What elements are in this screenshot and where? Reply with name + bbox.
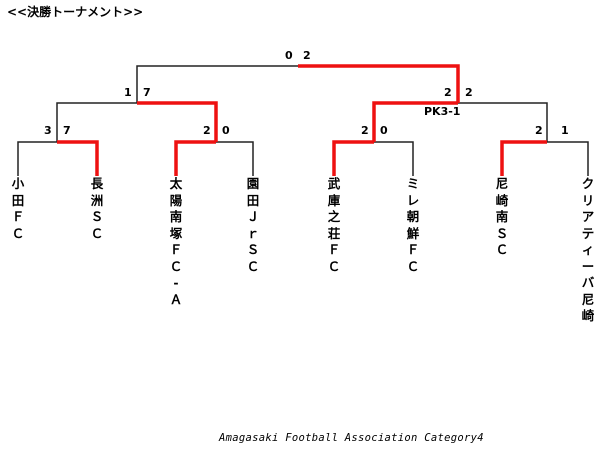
score-r1-m3-right: 0: [380, 124, 388, 137]
score-r1-m1-right: 7: [63, 124, 71, 137]
score-semi-right-right: 2: [465, 86, 473, 99]
winner-line-amasouth: [500, 140, 547, 176]
score-r1-m2-right: 0: [222, 124, 230, 137]
page-title: <<決勝トーナメント>>: [7, 5, 144, 19]
score-semi-right-left: 2: [444, 86, 452, 99]
winner-line-final: [298, 64, 460, 103]
score-r1-m4-right: 1: [561, 124, 569, 137]
score-r1-m4-left: 2: [535, 124, 543, 137]
bracket-line-semi-right-loser: [458, 102, 548, 142]
score-final-right: 2: [303, 49, 311, 62]
score-r1-m2-left: 2: [203, 124, 211, 137]
score-semi-left-right: 7: [143, 86, 151, 99]
score-r1-m3-left: 2: [361, 124, 369, 137]
bracket-line-semi-left-loser: [56, 102, 137, 142]
footer-credit: Amagasaki Football Association Category4: [219, 432, 484, 444]
bracket-line-claritiva: [547, 141, 589, 176]
score-final-left: 0: [285, 49, 293, 62]
score-semi-left-left: 1: [124, 86, 132, 99]
bracket-line-mire: [374, 141, 414, 176]
team-name: クリアティーバ尼崎: [581, 176, 595, 323]
score-r1-m1-left: 3: [44, 124, 52, 137]
bracket-line-odaFC: [17, 141, 57, 176]
winner-line-nagasu: [57, 140, 99, 176]
winner-line-taiyo: [174, 140, 216, 176]
pk-result: PK3-1: [424, 105, 461, 118]
winner-line-semi-right: [372, 101, 458, 142]
bracket-line-final-loser: [136, 65, 298, 103]
winner-line-semi-left: [137, 101, 218, 142]
winner-line-muko: [332, 140, 374, 176]
bracket-line-sonodaJrSC: [216, 141, 254, 176]
